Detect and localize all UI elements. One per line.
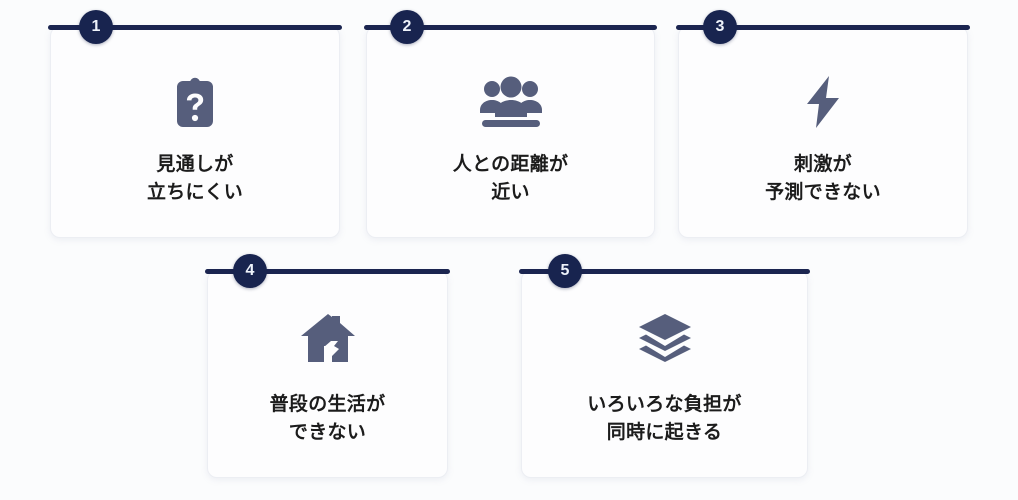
clipboard-question-icon — [173, 75, 217, 129]
card-number-badge: 1 — [79, 10, 113, 44]
card-number-badge: 2 — [390, 10, 424, 44]
card-accent-bar — [676, 25, 970, 30]
card-label: 人との距離が 近い — [452, 154, 569, 203]
info-card-3[interactable]: 3 刺激が 予測できない — [676, 10, 970, 238]
users-group-icon — [478, 75, 544, 129]
layers-stack-icon — [637, 311, 693, 365]
card-number-badge: 3 — [703, 10, 737, 44]
info-card-5[interactable]: 5 いろいろな負担が 同時に起きる — [519, 254, 810, 478]
card-accent-bar — [205, 269, 450, 274]
info-card-2[interactable]: 2 人との距離が 近い — [364, 10, 657, 238]
card-label: いろいろな負担が 同時に起きる — [587, 394, 742, 443]
house-icon — [300, 311, 356, 365]
card-number-badge: 5 — [548, 254, 582, 288]
lightning-bolt-icon — [803, 75, 843, 129]
info-card-4[interactable]: 4 普段の生活が できない — [205, 254, 450, 478]
card-label: 見通しが 立ちにくい — [146, 154, 244, 203]
card-accent-bar — [519, 269, 810, 274]
card-number-badge: 4 — [233, 254, 267, 288]
info-card-1[interactable]: 1 見通しが 立ちにくい — [48, 10, 342, 238]
card-accent-bar — [48, 25, 342, 30]
card-label: 普段の生活が できない — [269, 394, 386, 443]
card-label: 刺激が 予測できない — [765, 154, 881, 203]
card-accent-bar — [364, 25, 657, 30]
